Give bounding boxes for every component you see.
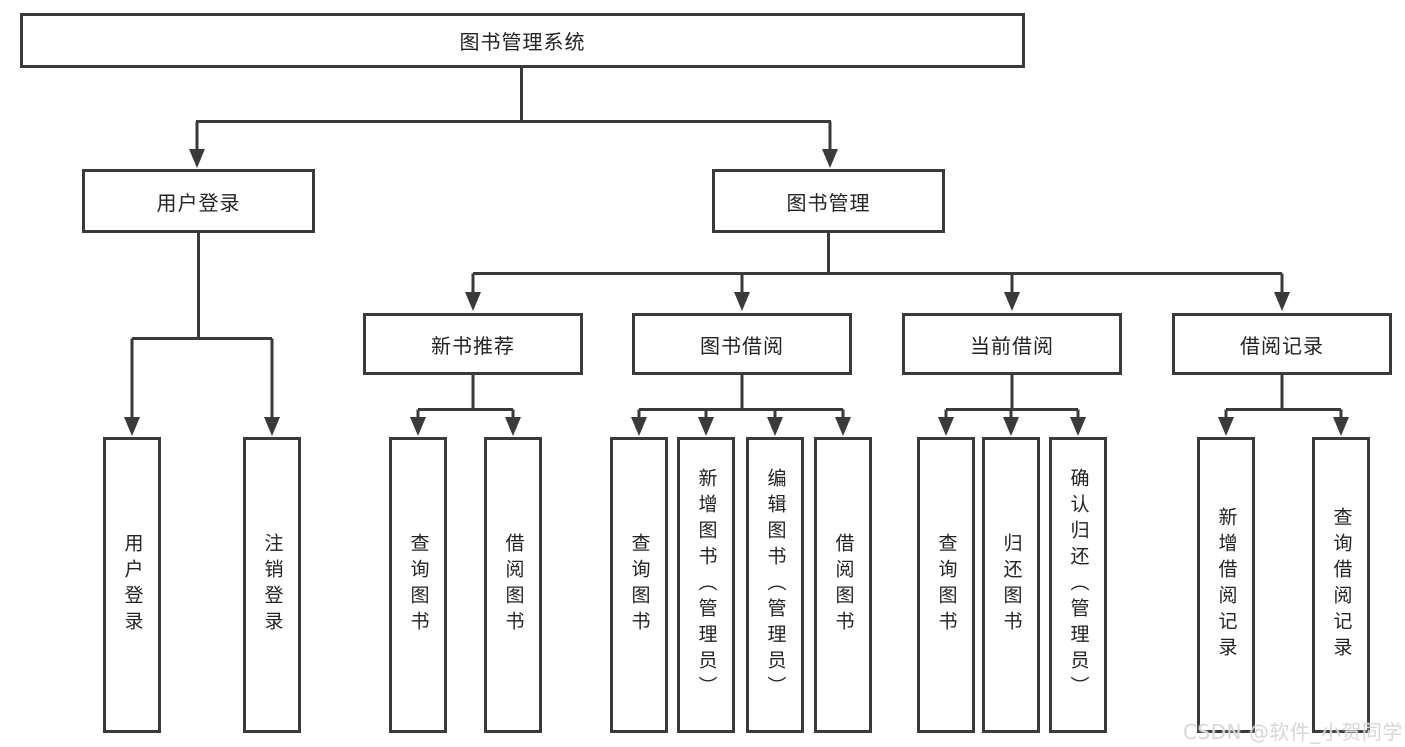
node-borrow-books-recommend: 借阅图书 [484, 437, 542, 733]
node-query-books-borrow: 查询图书 [610, 437, 668, 733]
leaf-label: 注销登录 [261, 533, 284, 637]
leaf-label: 归还图书 [1000, 533, 1023, 637]
leaf-label: 查询图书 [628, 533, 651, 637]
node-logout-leaf: 注销登录 [243, 437, 301, 733]
node-user-login-branch: 用户登录 [82, 169, 315, 233]
node-borrow-record: 借阅记录 [1172, 313, 1392, 375]
node-query-books-current: 查询图书 [917, 437, 975, 733]
node-query-borrow-record: 查询借阅记录 [1312, 437, 1370, 733]
connector-current-split [944, 375, 1080, 418]
node-return-book: 归还图书 [982, 437, 1040, 733]
node-query-books-recommend: 查询图书 [389, 437, 447, 733]
leaf-label: 编辑图书（管理员） [764, 468, 787, 702]
connector-recommend-split [416, 375, 515, 418]
leaf-label: 借阅图书 [832, 533, 855, 637]
leaf-label: 查询图书 [935, 533, 958, 637]
node-borrow-books-leaf: 借阅图书 [814, 437, 872, 733]
node-confirm-return-admin: 确认归还（管理员） [1049, 437, 1107, 733]
node-edit-book-admin: 编辑图书（管理员） [746, 437, 804, 733]
connector-book-management-split [471, 233, 1284, 293]
connector-user-login-split [130, 233, 274, 418]
leaf-label: 查询借阅记录 [1330, 507, 1353, 663]
node-current-borrow: 当前借阅 [902, 313, 1122, 375]
arrowhead-section-icons [465, 292, 1290, 311]
arrowhead-leaf-icons [124, 417, 1349, 436]
node-book-borrow: 图书借阅 [632, 313, 852, 375]
node-new-book-recommend: 新书推荐 [363, 313, 583, 375]
connector-borrow-split [637, 375, 845, 418]
leaf-label: 查询图书 [407, 533, 430, 637]
node-book-management-branch: 图书管理 [712, 169, 945, 233]
arrowhead-user-login-icon [189, 149, 205, 168]
leaf-label: 确认归还（管理员） [1067, 468, 1090, 702]
connector-root-split [195, 68, 832, 151]
node-root-system: 图书管理系统 [20, 13, 1025, 68]
node-add-book-admin: 新增图书（管理员） [677, 437, 735, 733]
leaf-label: 用户登录 [121, 533, 144, 637]
leaf-label: 新增图书（管理员） [695, 468, 718, 702]
connector-record-split [1224, 375, 1343, 418]
leaf-label: 借阅图书 [502, 533, 525, 637]
node-user-login-leaf: 用户登录 [103, 437, 161, 733]
csdn-watermark: CSDN @软件_小贺同学 [1183, 720, 1403, 744]
arrowhead-book-management-icon [822, 149, 838, 168]
leaf-label: 新增借阅记录 [1215, 507, 1238, 663]
node-add-borrow-record: 新增借阅记录 [1197, 437, 1255, 733]
